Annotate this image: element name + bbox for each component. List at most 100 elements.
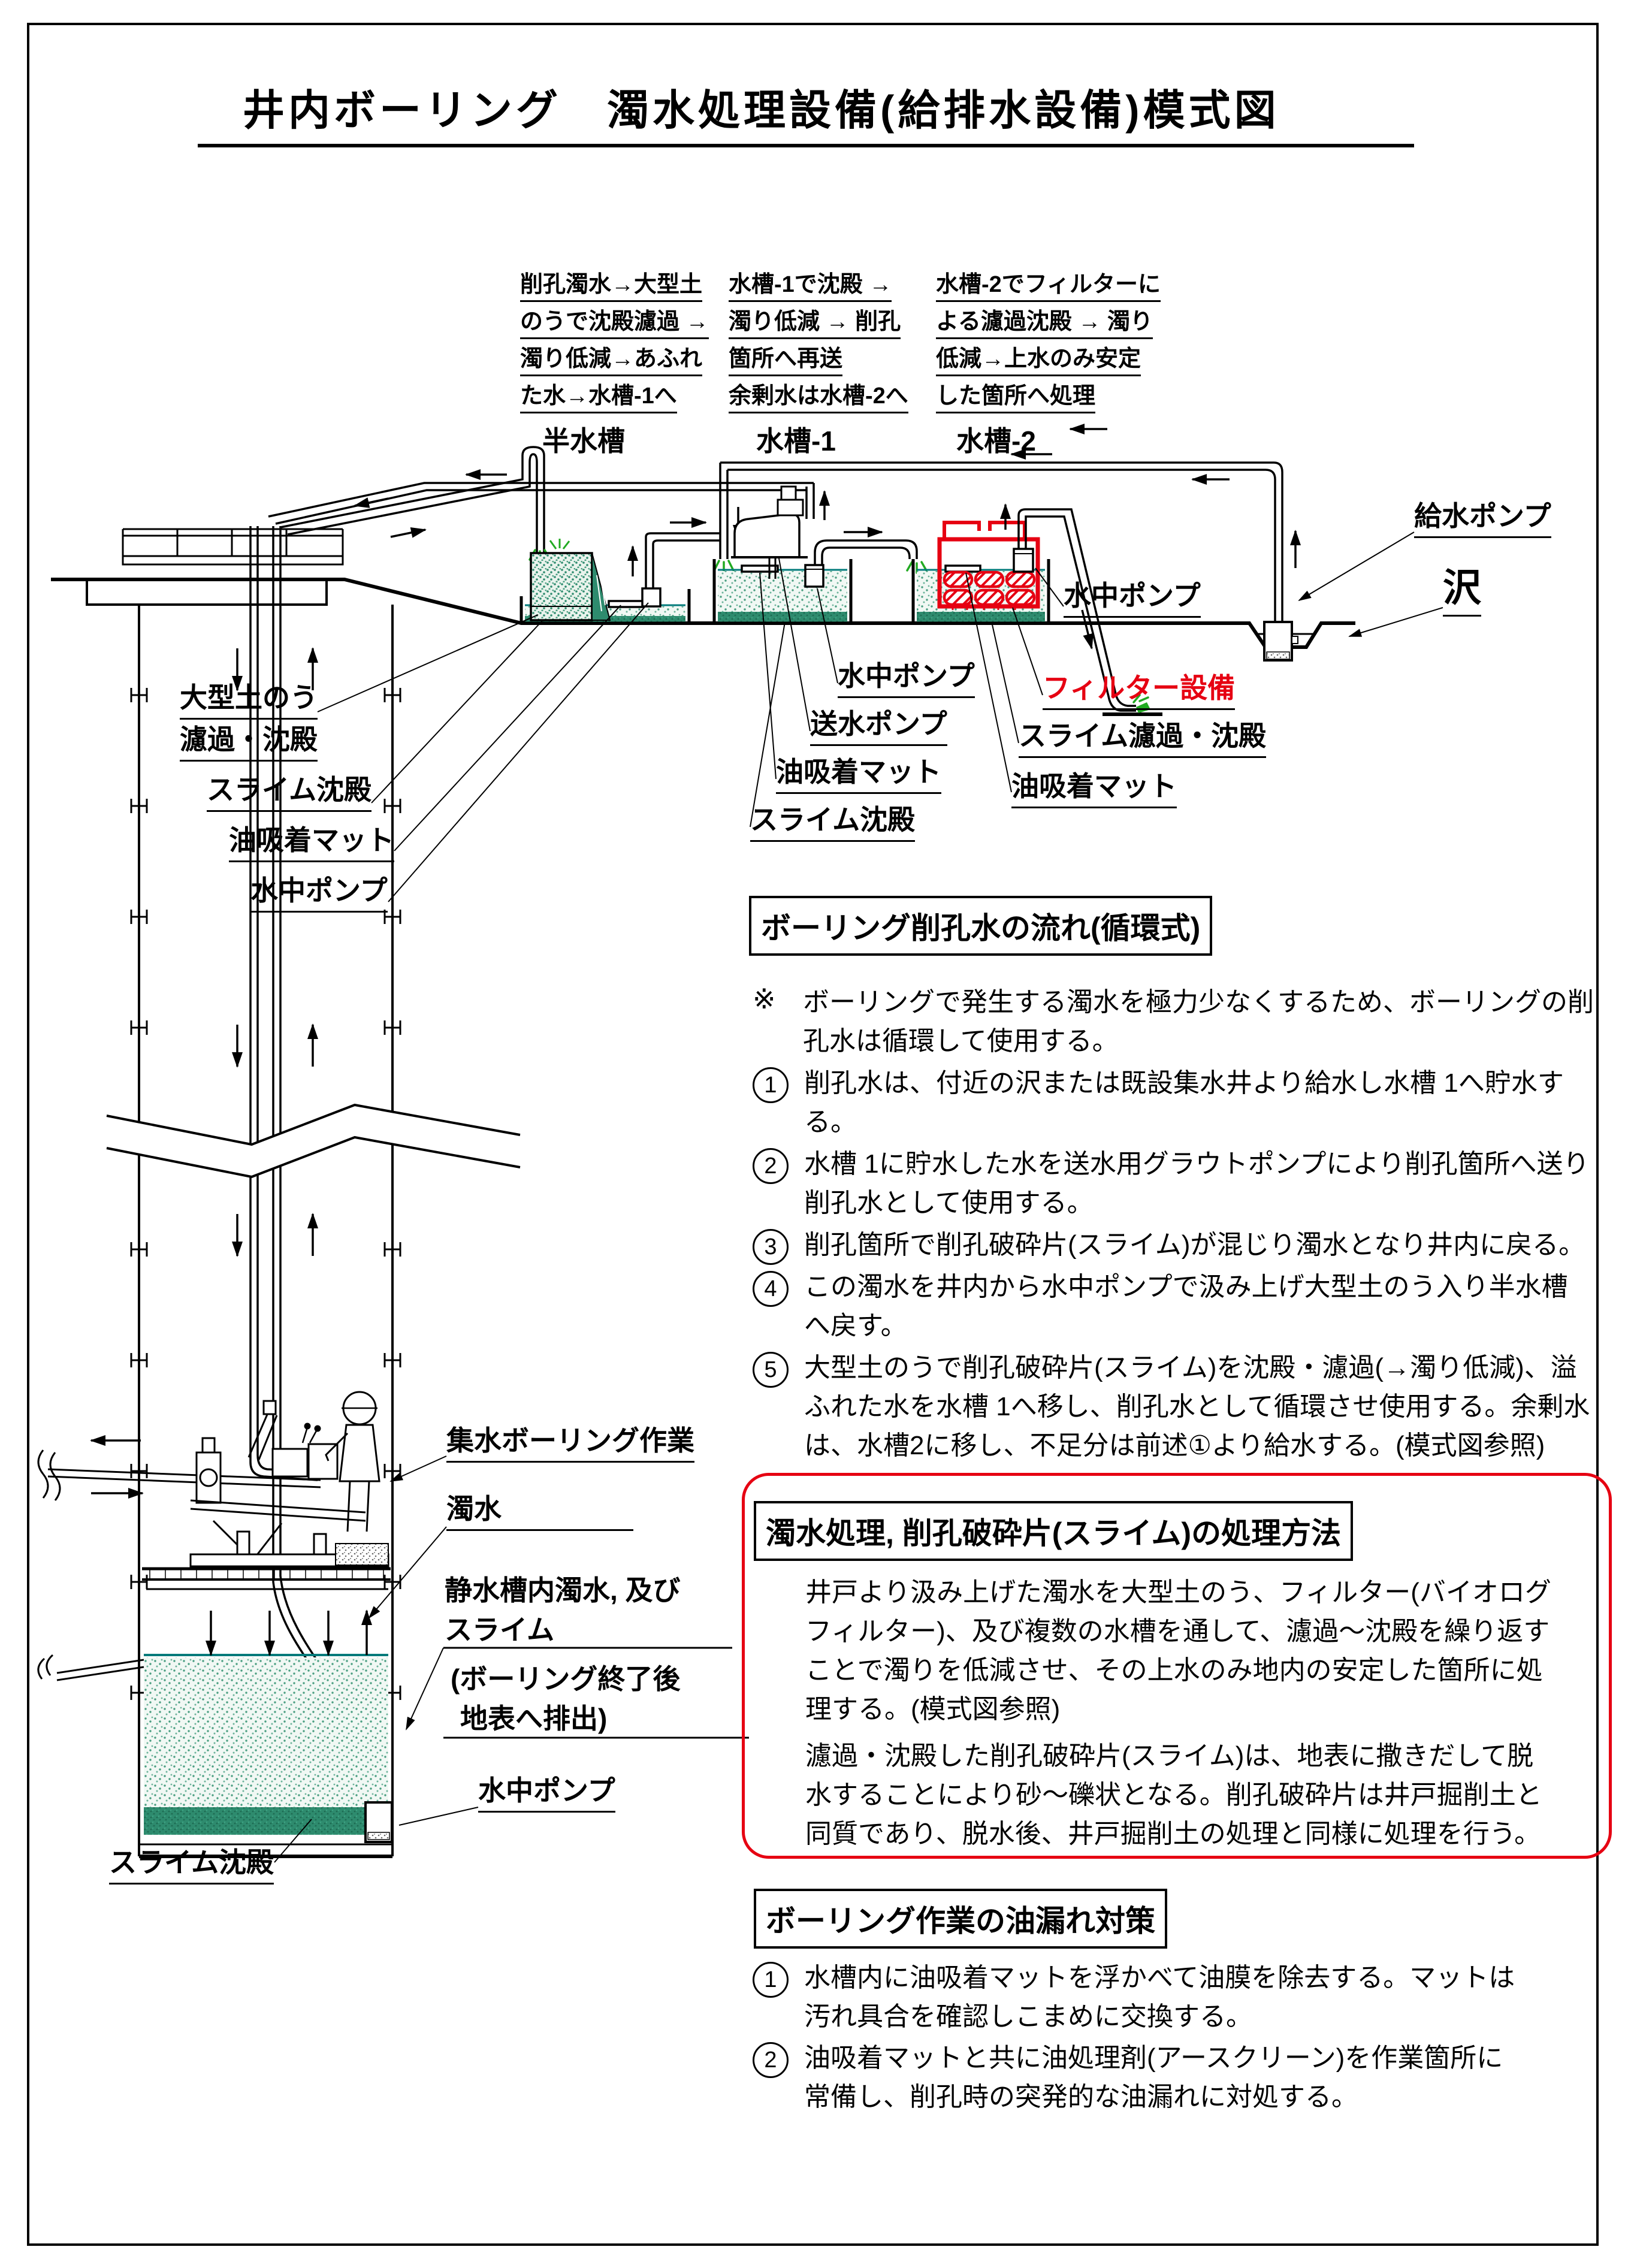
text-line: 削孔箇所で削孔破砕片(スライム)が混じり濁水となり井内に戻る。	[804, 1230, 1585, 1260]
flow-note-half-tank: 削孔濁水→大型土 のうで沈殿濾過 → 濁り低減→あふれ た水→水槽-1へ	[520, 271, 709, 419]
label-tank1: 水槽-1	[756, 425, 836, 457]
feed-pipe-to-well	[268, 482, 814, 525]
tank-1	[712, 483, 853, 625]
flow-item-3: 3 削孔箇所で削孔破砕片(スライム)が混じり濁水となり井内に戻る。	[753, 1225, 1585, 1265]
overflow-arrows	[627, 507, 744, 576]
stream-supply-pump	[1263, 621, 1298, 662]
text-line: 水することにより砂〜礫状となる。削孔破砕片は井戸掘削土と	[805, 1780, 1542, 1810]
wellhead-collar	[86, 578, 328, 606]
label-sub-pump-half: 水中ポンプ	[250, 869, 388, 913]
note-line: した箇所へ処理	[936, 382, 1096, 413]
label-half-tank: 半水槽	[542, 425, 625, 457]
label-oil-mat-tank1: 油吸着マット	[776, 750, 941, 794]
label-feed-pump: 送水ポンプ	[810, 702, 947, 746]
tank-2	[911, 521, 1050, 625]
flow-section-heading: ボーリング削孔水の流れ(循環式)	[749, 896, 1213, 956]
below-platform-arrows	[206, 1609, 372, 1656]
label-sub-pump-tank2: 水中ポンプ	[1064, 574, 1201, 618]
flow-note-tank2: 水槽-2でフィルターに よる濾過沈殿 → 濁り 低減→上水のみ安定 した箇所へ処…	[936, 271, 1161, 419]
half-tank-outlet-pump	[641, 587, 662, 608]
label-supply-pump: 給水ポンプ	[1414, 494, 1551, 538]
rig-platform	[142, 1567, 391, 1590]
flow-note-tank1: 水槽-1で沈殿 → 濁り低減 → 削孔 箇所へ再送 余剰水は水槽-2へ	[729, 271, 908, 419]
text-line: 削孔水として使用する。	[804, 1188, 1094, 1218]
text-line: は、水槽2に移し、不足分は前述①より給水する。(模式図参照)	[804, 1431, 1545, 1460]
label-stream: 沢	[1443, 557, 1481, 617]
text-line: 常備し、削孔時の突発的な油漏れに対処する。	[804, 2082, 1358, 2112]
note-line: 水槽-1で沈殿 →	[729, 271, 892, 302]
treatment-paragraph-1: 井戸より汲み上げた濁水を大型土のう、フィルター(バイオログ フィルター)、及び複…	[805, 1573, 1551, 1729]
label-oil-mat-half: 油吸着マット	[229, 819, 394, 862]
borehole-break-mark	[37, 1449, 61, 1501]
label-slime-sediment-half: スライム沈殿	[207, 768, 372, 812]
text-line: 濾過・沈殿した削孔破砕片(スライム)は、地表に撒きだして脱	[805, 1741, 1534, 1771]
text-line: フィルター)、及び複数の水槽を通して、濾過〜沈殿を繰り返す	[805, 1617, 1550, 1646]
text-line: ボーリングで発生する濁水を極力少なくするため、ボーリングの削	[803, 987, 1594, 1017]
label-filter-sediment: 濾過・沈殿	[180, 718, 318, 762]
oil-mat-tank2	[944, 564, 981, 573]
flow-item-note: ※ ボーリングで発生する濁水を極力少なくするため、ボーリングの削 孔水は循環して…	[753, 983, 1594, 1061]
flow-item-2: 2 水槽 1に貯水した水を送水用グラウトポンプにより削孔箇所へ送り 削孔水として…	[753, 1144, 1590, 1222]
text-line: 油吸着マットと共に油処理剤(アースクリーン)を作業箇所に	[804, 2043, 1503, 2073]
label-large-sandbag: 大型土のう	[180, 676, 318, 720]
shaft-pipe-down	[249, 526, 318, 1481]
flow-item-5: 5 大型土のうで削孔破砕片(スライム)を沈殿・濾過(→濁り低減)、溢 ふれた水を…	[753, 1348, 1590, 1465]
note-line: 濁り低減 → 削孔	[729, 308, 901, 339]
item-marker: 1	[753, 1962, 789, 1998]
label-still-tank-1: 静水槽内濁水, 及び	[445, 1575, 681, 1606]
text-line: 汚れ具合を確認しこまめに交換する。	[804, 2002, 1252, 2031]
text-line: 削孔水は、付近の沢または既設集水井より給水し水槽 1へ貯水す	[804, 1068, 1564, 1098]
submersible-pump-tank2	[1013, 548, 1034, 573]
lower-borehole-pipe	[37, 1654, 144, 1681]
svg-underlines	[443, 1647, 749, 1739]
label-sub-pump-tank1: 水中ポンプ	[838, 654, 975, 698]
label-slime-filter-sediment: スライム濾過・沈殿	[1019, 714, 1267, 758]
page-border	[27, 23, 1599, 2246]
note-line: た水→水槽-1へ	[520, 382, 677, 413]
note-line: 水槽-2でフィルターに	[936, 271, 1161, 302]
item-marker: 2	[753, 1148, 789, 1184]
text-line: ことで濁りを低減させ、その上水のみ地内の安定した箇所に処	[805, 1656, 1543, 1685]
text-line: ふれた水を水槽 1へ移し、削孔水として循環させ使用する。余剰水	[804, 1392, 1590, 1421]
supply-line-arrows	[1010, 424, 1301, 568]
note-line: のうで沈殿濾過 →	[520, 308, 709, 339]
oil-mat-half-tank	[608, 600, 645, 608]
item-marker: ※	[753, 983, 776, 1014]
discharge-pipe	[1017, 508, 1136, 712]
label-still-tank-2: スライム	[445, 1614, 555, 1645]
text-line: 理する。(模式図参照)	[805, 1695, 1061, 1724]
note-line: 削孔濁水→大型土	[520, 271, 703, 302]
label-muddy-water: 濁水	[446, 1487, 633, 1531]
oil-item-1: 1 水槽内に油吸着マットを浮かべて油膜を除去する。マットは 汚れ具合を確認しこま…	[753, 1958, 1515, 2036]
oil-mat-tank1	[741, 564, 779, 573]
text-line: 井戸より汲み上げた濁水を大型土のう、フィルター(バイオログ	[805, 1578, 1551, 1607]
leader-lines	[274, 531, 1443, 1863]
half-tank	[519, 539, 691, 625]
treatment-red-box	[742, 1473, 1612, 1859]
overflow-pipe-half-to-t1	[645, 532, 720, 588]
surface-flow-arrows	[354, 469, 507, 538]
supply-line-from-stream	[719, 461, 1283, 622]
text-line: 孔水は循環して使用する。	[803, 1026, 1119, 1056]
note-line: よる濾過沈殿 → 濁り	[936, 308, 1153, 339]
item-marker: 5	[753, 1352, 789, 1388]
oil-item-2: 2 油吸着マットと共に油処理剤(アースクリーン)を作業箇所に 常備し、削孔時の突…	[753, 2039, 1503, 2116]
item-marker: 2	[753, 2042, 789, 2078]
note-line: 箇所へ再送	[729, 345, 843, 376]
page-title: 井内ボーリング 濁水処理設備(給排水設備)模式図	[243, 87, 1280, 134]
drill-rod	[47, 1468, 321, 1488]
item-marker: 4	[753, 1271, 789, 1307]
treatment-paragraph-2: 濾過・沈殿した削孔破砕片(スライム)は、地表に撒きだして脱 水することにより砂〜…	[805, 1737, 1542, 1853]
submersible-pump-tank1	[804, 564, 824, 588]
flow-item-1: 1 削孔水は、付近の沢または既設集水井より給水し水槽 1へ貯水す る。	[753, 1064, 1564, 1141]
ground-profile	[51, 578, 1355, 716]
label-boring-work: 集水ボーリング作業	[446, 1419, 694, 1463]
text-line: へ戻す。	[804, 1311, 907, 1340]
label-still-tank-3: (ボーリング終了後	[451, 1663, 681, 1695]
label-slime-sediment-tank1: スライム沈殿	[750, 798, 916, 842]
shaft-flow-arrows	[232, 647, 318, 1257]
text-line: この濁水を井内から水中ポンプで汲み上げ大型土のう入り半水槽	[804, 1272, 1568, 1301]
worker-figure	[325, 1391, 380, 1532]
